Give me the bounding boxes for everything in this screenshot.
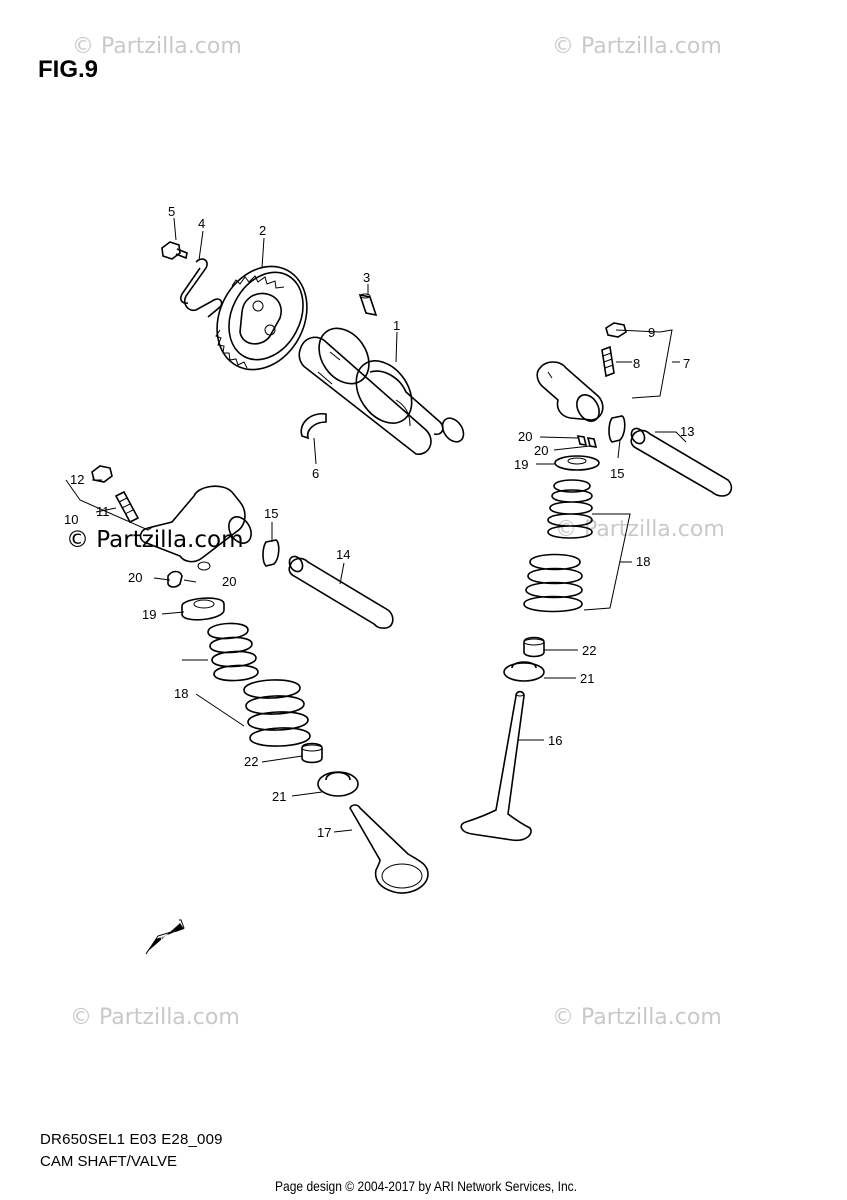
- model-code: DR650SEL1 E03 E28_009: [40, 1131, 223, 1148]
- part-3-dowel-pin[interactable]: [358, 293, 378, 317]
- part-18-valve-spring-left-outer[interactable]: [243, 679, 311, 747]
- callout-15-left: 15: [264, 506, 278, 521]
- callout-2: 2: [259, 223, 266, 238]
- callout-22-right: 22: [582, 643, 596, 658]
- watermark: © Partzilla.com: [552, 34, 722, 59]
- part-21-spring-seat-right[interactable]: [503, 661, 545, 682]
- callout-13: 13: [680, 424, 694, 439]
- callout-18-left: 18: [174, 686, 188, 701]
- callout-15-right: 15: [610, 466, 624, 481]
- callout-4: 4: [198, 216, 205, 231]
- callout-9: 9: [648, 325, 655, 340]
- callout-11: 11: [96, 504, 110, 519]
- callout-20-left-a: 20: [128, 570, 142, 585]
- part-20-cotter-right[interactable]: [576, 435, 598, 448]
- leader-lines: [65, 217, 687, 833]
- callout-3: 3: [363, 270, 370, 285]
- callout-18-right: 18: [636, 554, 650, 569]
- fwd-arrow-icon: FWD: [145, 919, 185, 955]
- part-22-valve-stem-seal-right[interactable]: [523, 636, 545, 658]
- callout-17: 17: [317, 825, 331, 840]
- part-2-cam-sprocket[interactable]: [200, 251, 325, 386]
- part-6-clip[interactable]: [300, 413, 327, 440]
- part-1-camshaft[interactable]: [298, 319, 468, 455]
- part-9-nut-right[interactable]: [605, 322, 627, 338]
- watermark: © Partzilla.com: [552, 1005, 722, 1030]
- fwd-label: FWD: [159, 930, 179, 945]
- callout-6: 6: [312, 466, 319, 481]
- part-18-valve-spring-right-inner[interactable]: [547, 479, 593, 539]
- callout-14: 14: [336, 547, 350, 562]
- watermark: © Partzilla.com: [70, 1005, 240, 1030]
- page-credit: Page design © 2004-2017 by ARI Network S…: [275, 1178, 578, 1194]
- callout-5: 5: [168, 204, 175, 219]
- callout-21-right: 21: [580, 671, 594, 686]
- callout-22-left: 22: [244, 754, 258, 769]
- figure-title: FIG.9: [38, 56, 99, 83]
- part-15-spring-left[interactable]: [262, 539, 280, 567]
- part-8-adjuster-screw-right[interactable]: [601, 345, 615, 378]
- part-17-valve-left[interactable]: [349, 804, 429, 894]
- part-13-rocker-shaft-right[interactable]: [629, 426, 733, 497]
- callout-numbers: 5 4 2 3 1 6 9 8 7 13 15 20 20 19 18 22 2…: [64, 204, 694, 840]
- diagram-description: CAM SHAFT/VALVE: [40, 1153, 177, 1170]
- part-18-valve-spring-left-inner[interactable]: [207, 622, 259, 682]
- part-18-valve-spring-right-outer[interactable]: [523, 553, 583, 613]
- watermark: © Partzilla.com: [72, 34, 242, 59]
- callout-20-right-a: 20: [518, 429, 532, 444]
- part-15-spring-right[interactable]: [608, 415, 626, 443]
- part-5-bolt[interactable]: [161, 241, 188, 260]
- callout-21-left: 21: [272, 789, 286, 804]
- part-19-retainer-right[interactable]: [554, 455, 600, 471]
- callout-19-left: 19: [142, 607, 156, 622]
- callout-20-left-b: 20: [222, 574, 236, 589]
- callout-19-right: 19: [514, 457, 528, 472]
- part-4-clip[interactable]: [180, 258, 223, 318]
- part-14-rocker-shaft-left[interactable]: [287, 554, 394, 629]
- part-16-valve-right[interactable]: [460, 690, 532, 842]
- callout-10: 10: [64, 512, 78, 527]
- part-7-rocker-arm-right[interactable]: [536, 361, 604, 425]
- callout-16: 16: [548, 733, 562, 748]
- part-21-spring-seat-left[interactable]: [317, 771, 359, 797]
- part-22-valve-stem-seal-left[interactable]: [301, 742, 323, 764]
- part-10-rocker-arm-left[interactable]: [139, 485, 256, 571]
- callout-8: 8: [633, 356, 640, 371]
- part-20-cotter-left[interactable]: [167, 570, 183, 588]
- watermark: © Partzilla.com: [555, 517, 725, 542]
- callout-1: 1: [393, 318, 400, 333]
- callout-12: 12: [70, 472, 84, 487]
- part-11-adjuster-screw-left[interactable]: [114, 490, 140, 524]
- callout-20-right-b: 20: [534, 443, 548, 458]
- callout-7: 7: [683, 356, 690, 371]
- part-19-retainer-left[interactable]: [181, 597, 225, 621]
